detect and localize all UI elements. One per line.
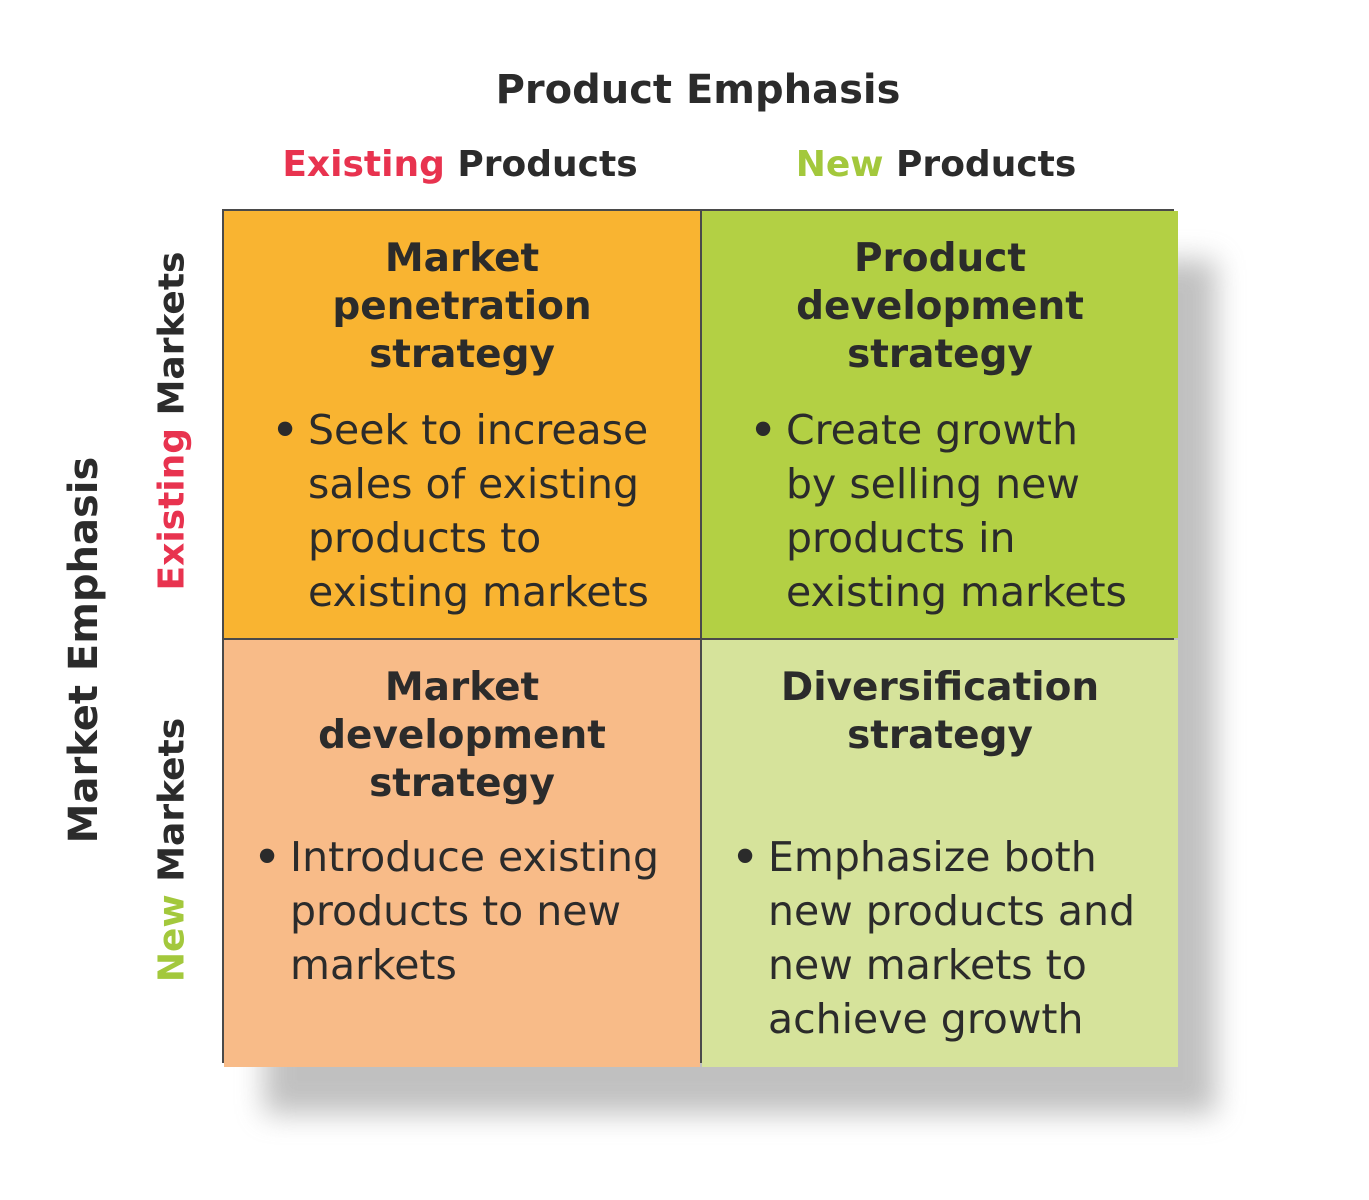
quadrant-bullet: • Seek to increase sales of existing pro…	[272, 403, 649, 619]
products-word: Products	[444, 144, 638, 185]
existing-word: Existing	[151, 427, 193, 591]
quadrant-title: Market penetration strategy	[332, 236, 592, 377]
new-word: New	[795, 144, 884, 185]
products-word: Products	[883, 144, 1077, 185]
quadrant-diversification: Diversification strategy • Emphasize bot…	[702, 640, 1178, 1067]
row-header-new-markets: New Markets	[152, 718, 193, 982]
quadrant-bullet: • Emphasize both new products and new ma…	[732, 830, 1135, 1046]
quadrant-bullet: • Introduce existing products to new mar…	[254, 830, 659, 992]
bullet-dot: •	[272, 406, 299, 454]
quadrant-title: Market development strategy	[318, 665, 606, 806]
quadrant-title: Diversification strategy	[780, 665, 1100, 758]
column-header-existing-products: Existing Products	[222, 138, 698, 192]
quadrant-bullet: • Create growth by selling new products …	[750, 403, 1127, 619]
quadrant-title: Product development strategy	[796, 236, 1084, 377]
bullet-dot: •	[732, 833, 759, 881]
quadrant-market-penetration: Market penetration strategy • Seek to in…	[224, 211, 700, 638]
quadrant-market-development: Market development strategy • Introduce …	[224, 640, 700, 1067]
market-emphasis-title: Market Emphasis	[61, 456, 107, 844]
bullet-text: Introduce existing products to new marke…	[290, 833, 659, 989]
column-header-new-products: New Products	[698, 138, 1174, 192]
bullet-text: Seek to increase sales of existing produ…	[308, 406, 649, 616]
bullet-dot: •	[750, 406, 777, 454]
bullet-text: Create growth by selling new products in…	[786, 406, 1127, 616]
new-word: New	[151, 894, 193, 983]
bullet-text: Emphasize both new products and new mark…	[768, 833, 1135, 1043]
bullet-dot: •	[254, 833, 281, 881]
quadrant-product-development: Product development strategy • Create gr…	[702, 211, 1178, 638]
markets-word: Markets	[151, 717, 193, 895]
markets-word: Markets	[151, 251, 193, 428]
product-emphasis-title: Product Emphasis	[495, 67, 901, 113]
row-header-existing-markets: Existing Markets	[152, 252, 193, 591]
ansoff-matrix: Market penetration strategy • Seek to in…	[222, 209, 1178, 1067]
existing-word: Existing	[282, 144, 445, 185]
